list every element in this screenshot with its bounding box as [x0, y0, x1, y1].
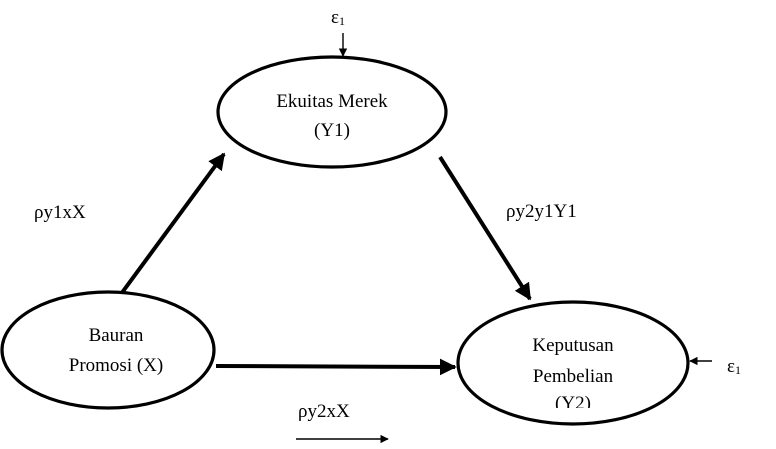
path-label-y1-to-y2: ρy2y1Y1: [506, 201, 577, 222]
arrow-x-to-y2: [215, 358, 457, 376]
error-term-y1-symbol: ε: [331, 7, 339, 28]
path-label-x-to-y2: ρy2xX: [298, 401, 350, 422]
error-term-y1: ε1: [331, 7, 345, 28]
error-term-y1-sub: 1: [339, 14, 345, 28]
error-term-y2: ε1: [727, 356, 741, 377]
error-term-y2-sub: 1: [735, 363, 741, 377]
ekuitas-merek-code: (Y1): [314, 120, 350, 141]
ekuitas-merek-label: Ekuitas Merek: [276, 91, 388, 112]
keputusan-pembelian-code: (Y2): [555, 393, 591, 414]
keputusan-pembelian-node: [456, 300, 690, 426]
bauran-promosi-node: [0, 290, 216, 410]
ekuitas-merek-node: [216, 55, 448, 169]
error-term-y2-symbol: ε: [727, 356, 735, 377]
path-label-x-to-y1: ρy1xX: [34, 202, 86, 223]
bauran-promosi-code: Promosi (X): [69, 355, 163, 376]
bauran-promosi-label: Bauran: [89, 325, 144, 346]
keputusan-pembelian-label: Keputusan: [532, 335, 614, 356]
keputusan-pembelian-label-2: Pembelian: [533, 366, 614, 387]
arrow-x-to-y1: [119, 152, 226, 296]
arrow-y1-to-y2: [438, 155, 532, 301]
